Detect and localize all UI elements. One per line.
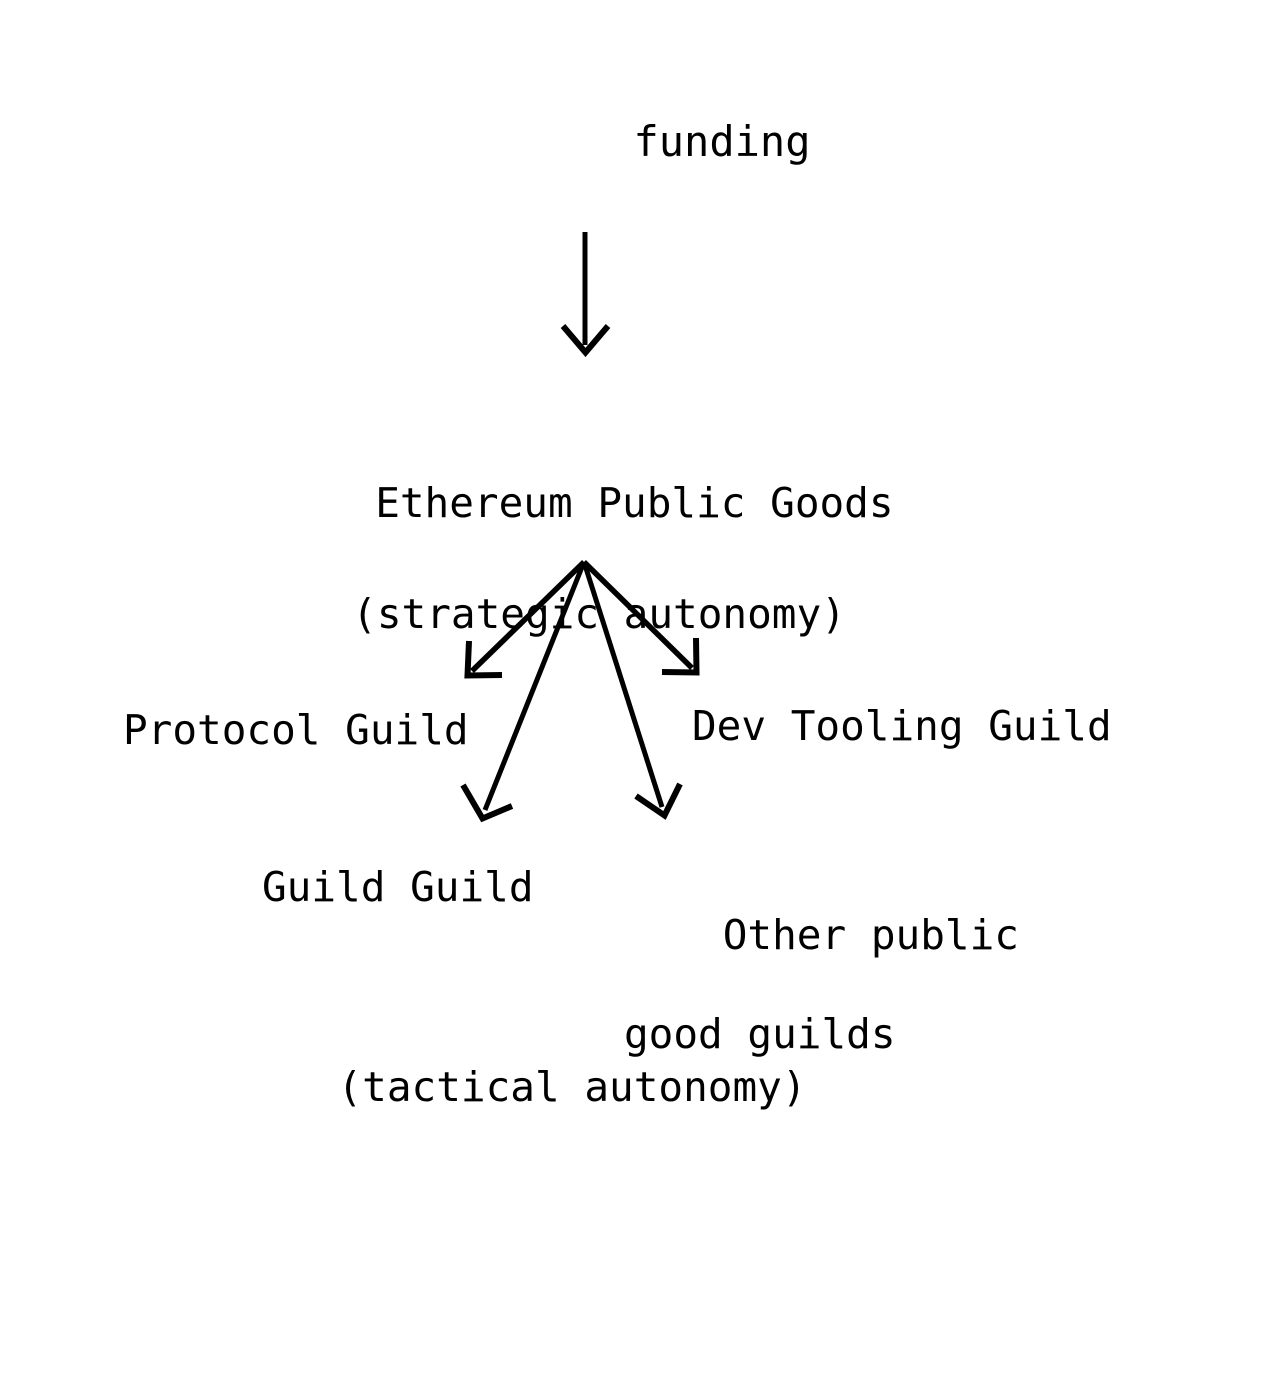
node-other-public-good-guilds: Other public good guilds <box>624 864 1019 1153</box>
node-ethereum-public-goods: Ethereum Public Goods (strategic autonom… <box>0 432 1218 733</box>
node-tactical-autonomy: (tactical autonomy) <box>337 1063 807 1111</box>
node-dev-tooling-guild: Dev Tooling Guild <box>692 702 1112 750</box>
node-ethereum-public-goods-title: Ethereum Public Goods <box>375 478 894 527</box>
node-ethereum-public-goods-subtitle: (strategic autonomy) <box>352 589 846 638</box>
edge-funding-to-root <box>560 232 611 358</box>
node-guild-guild: Guild Guild <box>262 863 534 911</box>
node-funding: funding <box>633 117 811 166</box>
node-other-public-good-guilds-line1: Other public <box>722 910 1019 959</box>
node-protocol-guild: Protocol Guild <box>123 706 469 754</box>
node-other-public-good-guilds-line2: good guilds <box>624 1009 896 1058</box>
